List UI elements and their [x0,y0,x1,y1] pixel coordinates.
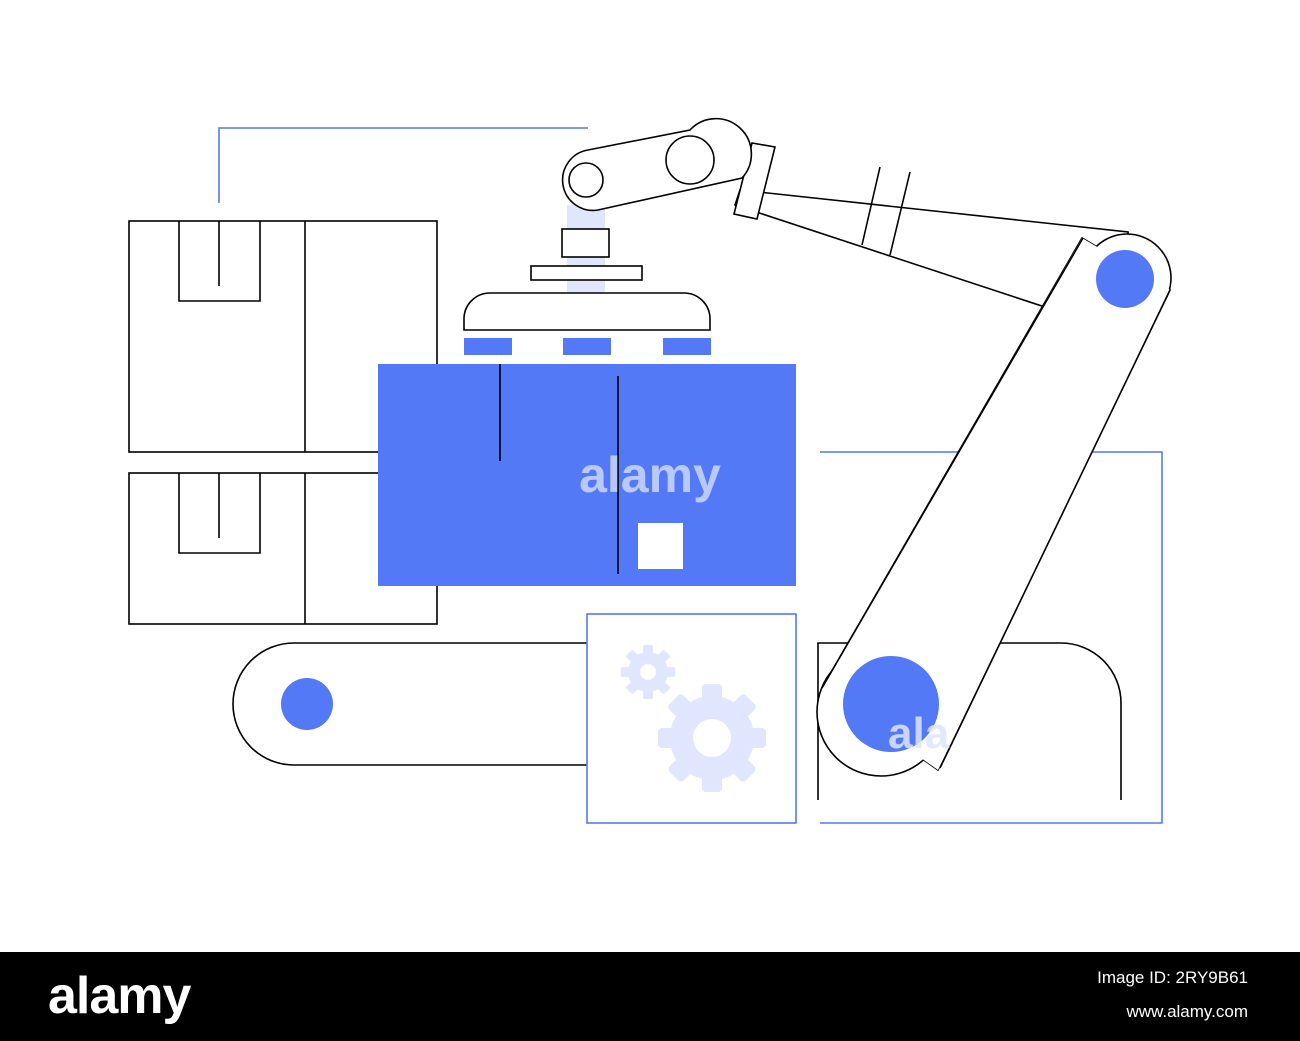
footer-logo: alamy [48,967,191,1025]
conveyor-roller [281,678,333,730]
robot-upper-arm [733,142,1131,337]
conveyor-belt [232,642,588,766]
base-joint [843,656,939,752]
box-label [638,523,683,569]
robotic-packaging-illustration: ala alamy [128,117,1172,824]
watermark-fragment: ala [888,709,950,758]
watermark: alamy [579,447,721,503]
gripper [463,228,711,355]
gear-icon [658,684,766,792]
image-id-text: Image ID: 2RY9B61 [1097,968,1248,987]
robot-lower-arm: ala [816,233,1172,777]
gear-panel [586,613,797,824]
robot-base [817,642,1122,800]
footer-bar: alamy Image ID: 2RY9B61 www.alamy.com [0,952,1300,1041]
top-box [128,220,438,453]
stacked-boxes [128,220,438,625]
footer-url-text: www.alamy.com [1126,1002,1248,1021]
lifted-box: alamy [378,364,796,586]
gear-icon [621,645,675,699]
shoulder-joint [1096,250,1154,308]
